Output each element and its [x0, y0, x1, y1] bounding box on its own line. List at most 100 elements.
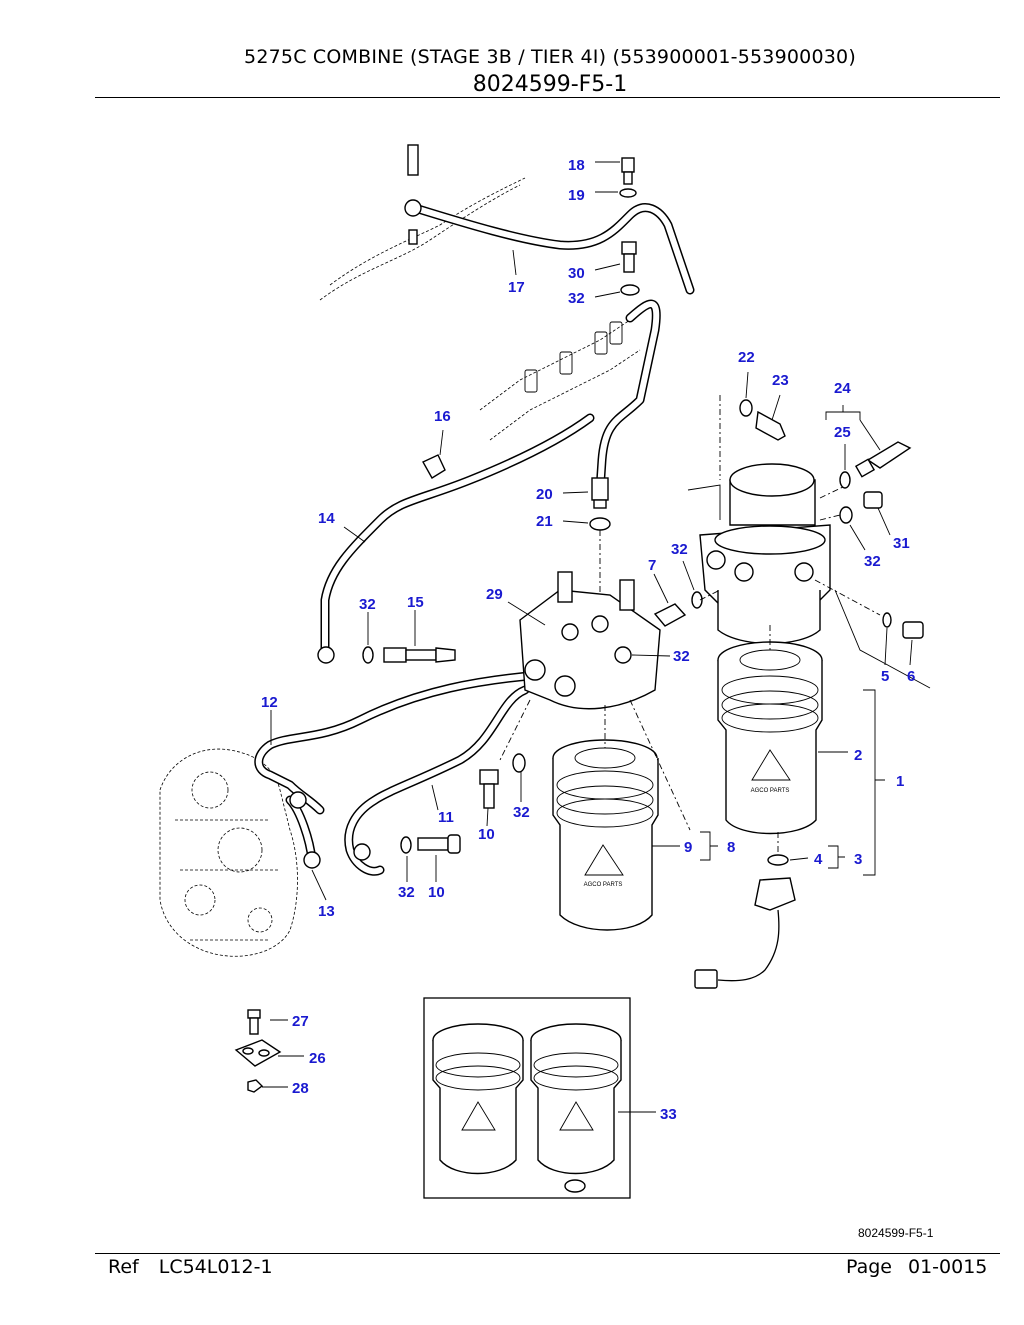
washer-19[interactable] — [619, 188, 637, 198]
pipe-14-eye[interactable] — [317, 646, 335, 664]
washer-22[interactable] — [739, 399, 753, 417]
seal-5[interactable] — [882, 612, 892, 628]
callout-28: 28 — [292, 1080, 309, 1097]
callout-31: 31 — [893, 535, 910, 552]
plug-31[interactable] — [863, 491, 883, 509]
callout-7: 7 — [648, 557, 656, 574]
callout-32: 32 — [671, 541, 688, 558]
ref-label: Ref — [108, 1256, 139, 1278]
diagram-code: 8024599-F5-1 — [472, 72, 628, 97]
callout-15: 15 — [407, 594, 424, 611]
figure-code: 8024599-F5-1 — [858, 1226, 934, 1240]
pipe-13[interactable] — [285, 795, 317, 865]
callout-26: 26 — [309, 1050, 326, 1067]
filter-logo-9: AGCO PARTS — [584, 882, 623, 888]
fitting-7[interactable] — [653, 603, 687, 627]
washer-32-bolt-10[interactable] — [400, 836, 412, 854]
callout-18: 18 — [568, 157, 585, 174]
callout-4: 4 — [814, 851, 823, 868]
filter-logo-2: AGCO PARTS — [751, 788, 790, 794]
seal-32-right[interactable] — [839, 506, 853, 524]
filter-element-9[interactable]: AGCO PARTS — [552, 739, 659, 931]
pipe-12[interactable] — [254, 670, 545, 815]
bolt-10-lower[interactable] — [417, 834, 461, 854]
callout-5: 5 — [881, 668, 889, 685]
washer-21[interactable] — [589, 517, 611, 531]
callout-14: 14 — [318, 510, 335, 527]
sensor-24[interactable] — [854, 441, 912, 478]
callout-25: 25 — [834, 424, 851, 441]
callout-1: 1 — [896, 773, 904, 790]
callout-3: 3 — [854, 851, 862, 868]
filter-element-2[interactable]: AGCO PARTS — [717, 641, 823, 835]
pipe-17-fitting[interactable] — [404, 144, 422, 245]
pipe-14[interactable] — [320, 413, 595, 655]
callout-11: 11 — [438, 809, 454, 826]
banjo-bolt-30[interactable] — [621, 241, 637, 273]
footer-rule — [95, 1253, 1000, 1254]
seal-32-bolt-15[interactable] — [362, 646, 374, 664]
page-value: 01-0015 — [908, 1256, 988, 1278]
callout-32: 32 — [568, 290, 585, 307]
callout-2: 2 — [854, 747, 862, 764]
pipe-11[interactable] — [344, 685, 530, 876]
pipe-11-eye[interactable] — [353, 843, 371, 861]
seal-32-fitting-7[interactable] — [691, 591, 703, 609]
callout-labels: 18 19 30 32 17 22 23 24 25 16 20 21 14 3… — [261, 157, 915, 1123]
nut-28[interactable] — [247, 1079, 264, 1093]
clamp-26[interactable] — [234, 1039, 282, 1067]
callout-32: 32 — [673, 648, 690, 665]
callout-12: 12 — [261, 694, 278, 711]
callout-16: 16 — [434, 408, 451, 425]
callout-9: 9 — [684, 839, 692, 856]
filter-kit-33[interactable] — [423, 997, 631, 1199]
leader-lines — [270, 161, 931, 901]
filter-head-29[interactable] — [519, 571, 661, 710]
injection-pump-sketch — [159, 748, 298, 957]
clip-16[interactable] — [422, 454, 446, 479]
callout-32: 32 — [513, 804, 530, 821]
pipe-12-eye[interactable] — [289, 791, 307, 809]
bolt-15[interactable] — [383, 647, 456, 663]
callout-30: 30 — [568, 265, 585, 282]
callout-10: 10 — [428, 884, 445, 901]
header-rule — [95, 97, 1000, 98]
pipe-return[interactable] — [595, 299, 661, 495]
seal-4[interactable] — [767, 854, 789, 866]
callout-6: 6 — [907, 668, 915, 685]
seal-25[interactable] — [839, 471, 851, 489]
callout-29: 29 — [486, 586, 503, 603]
callout-13: 13 — [318, 903, 335, 920]
callout-32: 32 — [359, 596, 376, 613]
banjo-bolt-18[interactable] — [621, 157, 635, 185]
footer-ref: Ref LC54L012-1 — [108, 1256, 273, 1278]
callout-24: 24 — [834, 380, 851, 397]
callout-33: 33 — [660, 1106, 677, 1123]
engine-sketch-top — [319, 177, 641, 441]
washer-32-top[interactable] — [620, 284, 640, 296]
screw-23[interactable] — [755, 410, 786, 441]
callout-32: 32 — [864, 553, 881, 570]
ref-value: LC54L012-1 — [158, 1256, 273, 1278]
callout-22: 22 — [738, 349, 755, 366]
drain-plug-6[interactable] — [902, 621, 924, 639]
pipe-13-eye[interactable] — [303, 851, 321, 869]
callout-32: 32 — [398, 884, 415, 901]
callout-8: 8 — [727, 839, 735, 856]
filter-head-right[interactable] — [687, 463, 831, 645]
bolt-27[interactable] — [247, 1009, 261, 1035]
callout-27: 27 — [292, 1013, 309, 1030]
page-label: Page — [846, 1256, 892, 1278]
callout-20: 20 — [536, 486, 553, 503]
callout-19: 19 — [568, 187, 585, 204]
callout-21: 21 — [536, 513, 553, 530]
water-sensor-harness[interactable] — [694, 877, 796, 989]
pipe-17[interactable] — [410, 203, 695, 295]
fitting-20[interactable] — [591, 477, 609, 509]
footer-page: Page 01-0015 — [846, 1256, 987, 1278]
callout-17: 17 — [508, 279, 525, 296]
bolt-10-upper[interactable] — [479, 769, 499, 809]
washer-32-lower[interactable] — [512, 753, 526, 773]
callout-10: 10 — [478, 826, 495, 843]
